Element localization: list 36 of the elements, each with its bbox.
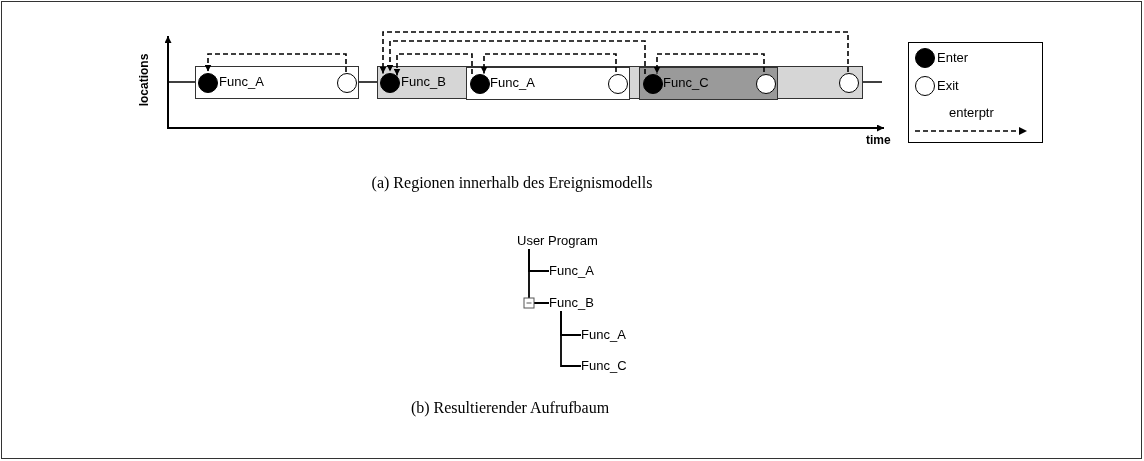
tree-item: Func_C [581,358,631,374]
caption: (a) Regionen innerhalb des Ereignismodells [371,175,653,191]
dashed-arrow [379,31,849,75]
filled-circle-marker [198,73,218,93]
legend-label: Enter [937,50,969,66]
region-bar [639,67,778,100]
dashed-arrow [204,53,347,73]
hollow-circle-marker [839,73,859,93]
dashed-arrow [393,53,473,77]
axis-label: time [866,132,891,148]
tree-line [560,310,582,367]
tree-item: Func_B [549,295,599,311]
tree-line [528,248,550,304]
dashed-arrow [386,40,646,75]
region-bar [377,66,863,99]
dashed-arrow [480,53,617,75]
filled-circle-marker [643,74,663,94]
tree-item: User Program [517,233,609,249]
hollow-circle-marker [756,74,776,94]
tree-item: Func_A [549,263,599,279]
dashed-arrow [653,53,765,75]
axis-label: locations [136,53,152,107]
legend-label: Exit [937,78,959,94]
function-name: Func_C [663,75,709,91]
hollow-circle-marker [608,74,628,94]
legend-label: enterptr [949,105,994,121]
function-name: Func_B [401,74,446,90]
function-name: Func_A [219,74,264,90]
region-bar [466,67,630,100]
hollow-circle-marker [337,73,357,93]
filled-circle-marker [380,73,400,93]
filled-circle-marker [470,74,490,94]
caption: (b) Resultierender Aufrufbaum [410,400,610,416]
function-name: Func_A [490,75,535,91]
region-bar [195,66,359,99]
tree-item: Func_A [581,327,631,343]
